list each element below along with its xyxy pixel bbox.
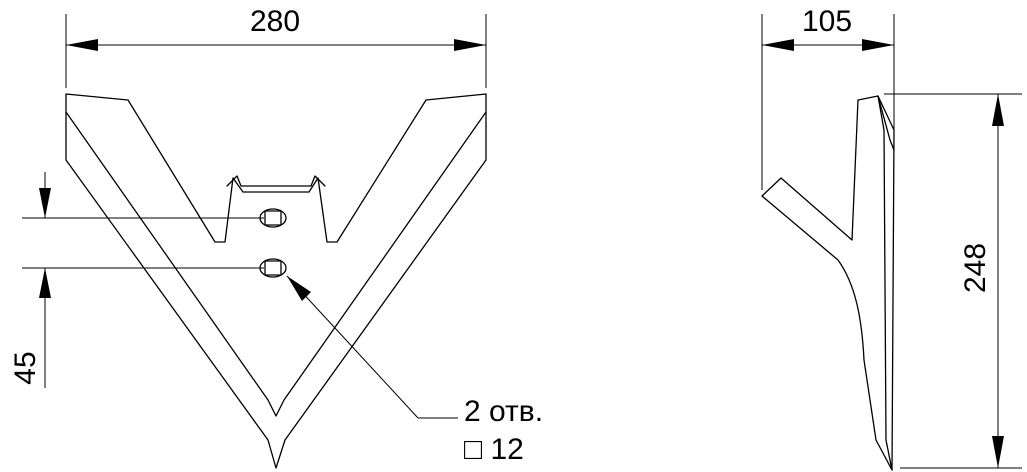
height-dimension bbox=[884, 93, 1022, 469]
depth-dimension bbox=[761, 14, 895, 190]
hole-leader bbox=[286, 275, 458, 419]
depth-dimension-label: 105 bbox=[802, 5, 852, 38]
hole-note-size: □ 12 bbox=[464, 433, 524, 466]
share-bevel-line bbox=[65, 111, 487, 417]
side-view: 105 248 bbox=[761, 5, 1022, 471]
side-profile-tip bbox=[877, 95, 895, 151]
height-dimension-label: 248 bbox=[959, 243, 992, 293]
width-dimension-label: 280 bbox=[250, 5, 300, 38]
width-dimension bbox=[65, 14, 487, 88]
mounting-tab-contour bbox=[226, 175, 326, 187]
front-view: 280 45 2 отв. □ 12 bbox=[9, 5, 543, 469]
side-profile-inner-line bbox=[877, 95, 893, 471]
side-profile-outline bbox=[761, 95, 895, 471]
hole-note-count: 2 отв. bbox=[464, 395, 543, 428]
hole-spacing-dimension-label: 45 bbox=[9, 351, 42, 384]
share-outline bbox=[65, 93, 487, 469]
hole-spacing-dimension bbox=[22, 172, 264, 388]
